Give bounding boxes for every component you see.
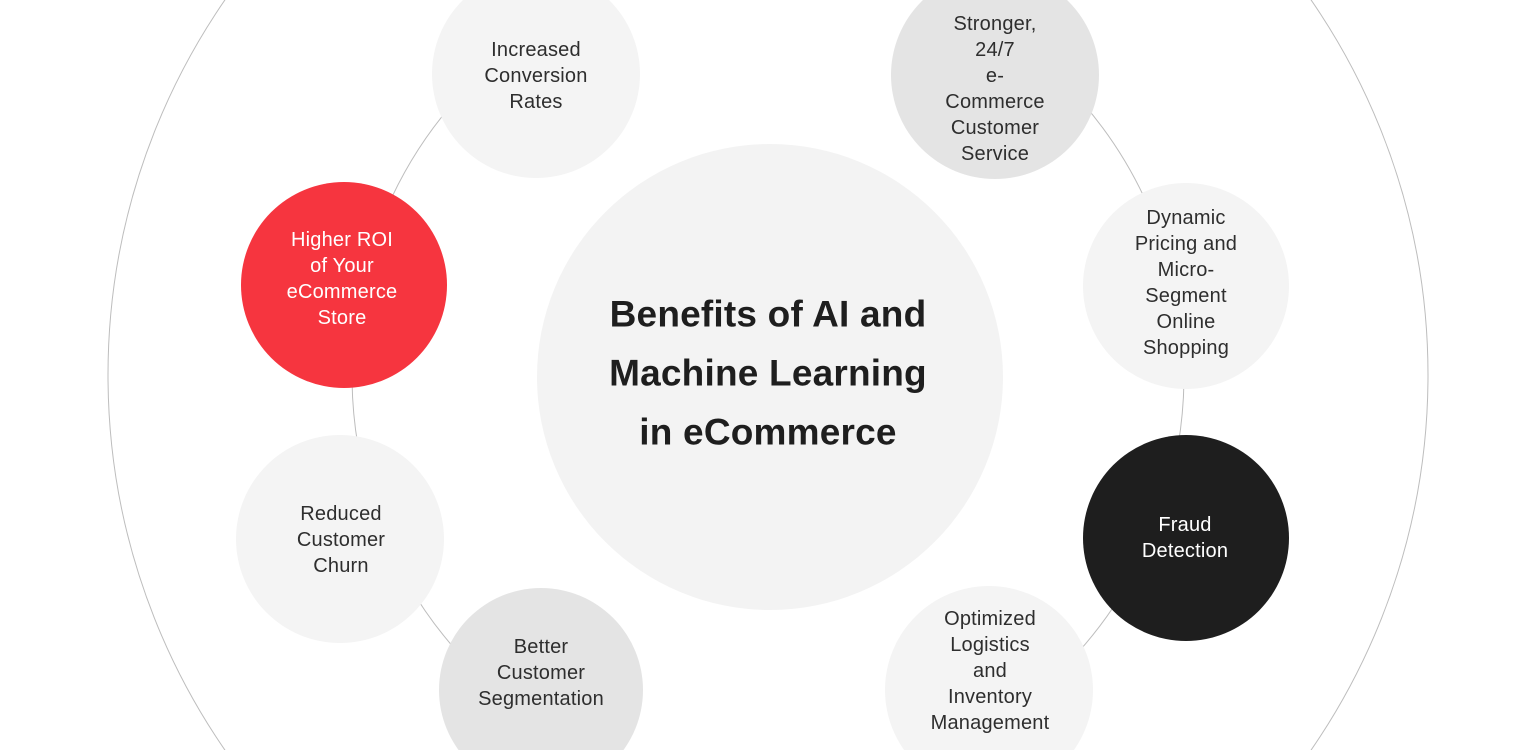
node-optimized-logistics-inventory: Optimized Logistics and Inventory Manage… bbox=[885, 586, 1093, 750]
node-label-better-customer-segmentation: Better Customer Segmentation bbox=[478, 636, 604, 710]
node-label-higher-roi-of-ecommerce-store: Higher ROI of Your eCommerce Store bbox=[286, 229, 398, 329]
node-stronger-ecommerce-customer-service: Stronger, 24/7 e-Commerce Customer Servi… bbox=[891, 0, 1099, 179]
node-increased-conversion-rates: Increased Conversion Rates bbox=[432, 0, 640, 178]
node-fraud-detection: Fraud Detection bbox=[1083, 435, 1289, 641]
node-label-dynamic-pricing-micro-segment: Dynamic Pricing and Micro-Segment Online… bbox=[1134, 207, 1238, 359]
outer-ring bbox=[107, 0, 1429, 750]
node-reduced-customer-churn: Reduced Customer Churn bbox=[236, 435, 444, 643]
node-label-reduced-customer-churn: Reduced Customer Churn bbox=[296, 503, 386, 577]
node-better-customer-segmentation: Better Customer Segmentation bbox=[439, 588, 643, 750]
center-hub-circle bbox=[537, 144, 1003, 610]
diagram-title: Benefits of AI and Machine Learning in e… bbox=[609, 293, 927, 453]
node-label-optimized-logistics-inventory: Optimized Logistics and Inventory Manage… bbox=[930, 608, 1050, 734]
node-label-increased-conversion-rates: Increased Conversion Rates bbox=[484, 39, 588, 113]
node-dynamic-pricing-micro-segment: Dynamic Pricing and Micro-Segment Online… bbox=[1083, 183, 1289, 389]
node-label-stronger-ecommerce-customer-service: Stronger, 24/7 e-Commerce Customer Servi… bbox=[945, 13, 1045, 165]
node-label-fraud-detection: Fraud Detection bbox=[1141, 514, 1229, 562]
node-higher-roi-of-ecommerce-store: Higher ROI of Your eCommerce Store bbox=[241, 182, 447, 388]
